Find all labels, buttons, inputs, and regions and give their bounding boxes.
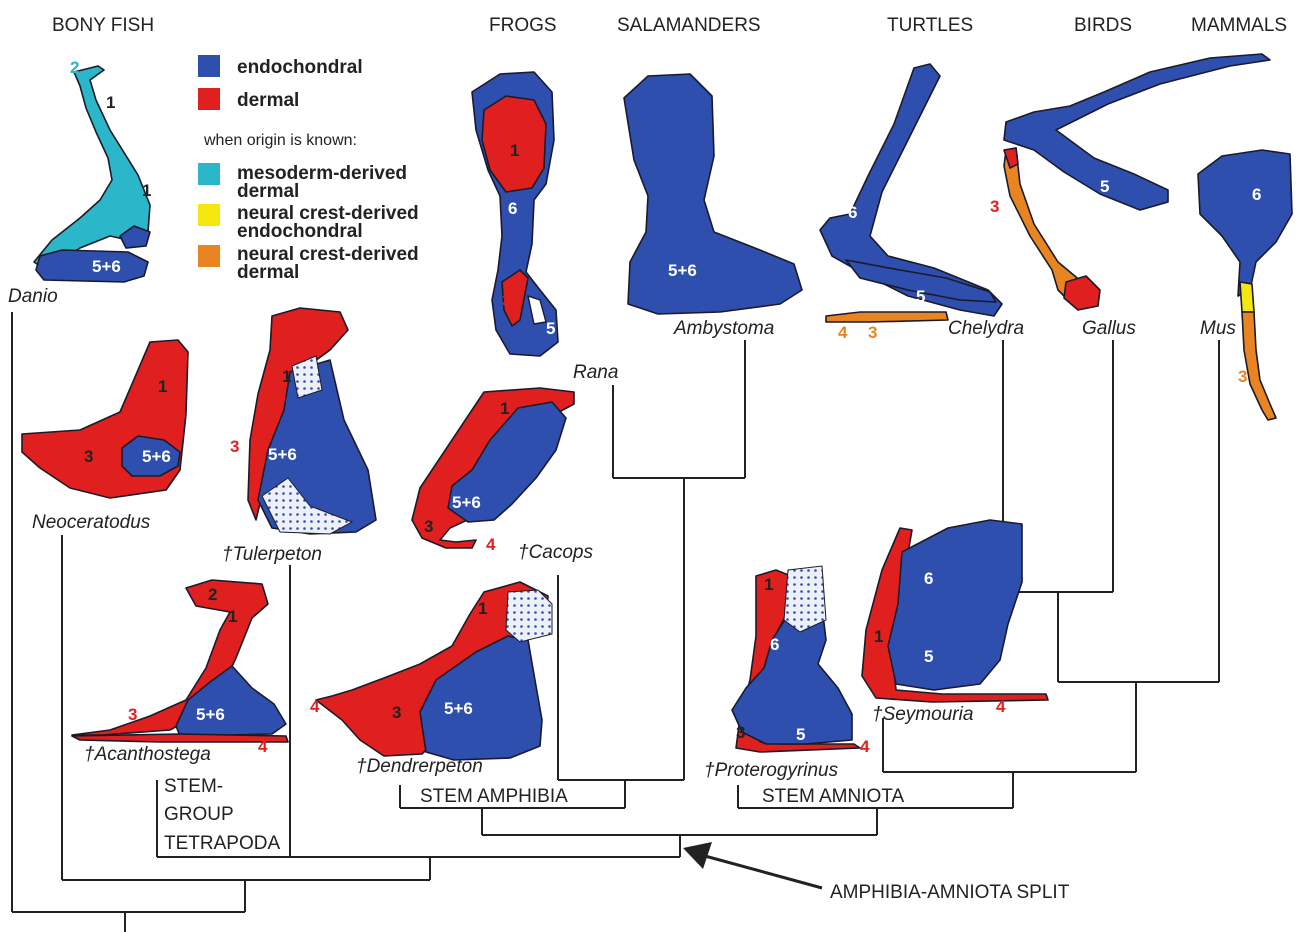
bone-label-acanthostega-56: 5+6 (196, 705, 225, 724)
group-label-birds: BIRDS (1074, 15, 1132, 36)
legend-label-nc-dermal-2: dermal (237, 262, 299, 283)
girdle-danio (34, 66, 150, 282)
bone-label-dendrerpeton-1: 1 (478, 599, 487, 618)
bone-label-proterogyrinus-1: 1 (764, 575, 773, 594)
bone-label-chelydra-3: 3 (868, 323, 877, 342)
taxon-label-acanthostega: †Acanthostega (84, 744, 211, 765)
taxon-label-cacops: †Cacops (518, 542, 593, 563)
group-label-turtles: TURTLES (887, 15, 973, 36)
bone-label-mus-3: 3 (1238, 367, 1247, 386)
bone-label-acanthostega-4: 4 (258, 737, 268, 756)
bone-label-dendrerpeton-3: 3 (392, 703, 401, 722)
legend-label-mesoderm-dermal-2: dermal (237, 181, 299, 202)
split-arrow (683, 842, 822, 888)
bone-label-proterogyrinus-3: 3 (736, 723, 745, 742)
legend-swatch-mesoderm-dermal (198, 163, 220, 185)
bone-label-mus-6: 6 (1252, 185, 1261, 204)
clade-label-stem-amniota: STEM AMNIOTA (762, 786, 904, 807)
girdle-dendrerpeton (316, 582, 552, 760)
group-label-frogs: FROGS (489, 15, 557, 36)
bone-label-acanthostega-1: 1 (228, 607, 237, 626)
girdle-acanthostega (72, 580, 288, 742)
bone-label-acanthostega-2: 2 (208, 585, 217, 604)
taxon-label-tulerpeton: †Tulerpeton (222, 544, 322, 565)
bone-label-cacops-56: 5+6 (452, 493, 481, 512)
bone-label-rana-1: 1 (510, 141, 519, 160)
group-label-mammals: MAMMALS (1191, 15, 1287, 36)
legend-swatch-endochondral (198, 55, 220, 77)
legend-label-dermal: dermal (237, 90, 299, 111)
bone-label-dendrerpeton-56: 5+6 (444, 699, 473, 718)
bone-label-chelydra-4: 4 (838, 323, 848, 342)
bone-label-ambystoma-56: 5+6 (668, 261, 697, 280)
group-label-salamanders: SALAMANDERS (617, 15, 761, 36)
clade-label-stem-group-3: TETRAPODA (164, 833, 280, 854)
legend: endochondral dermal when origin is known… (198, 55, 419, 283)
bone-label-chelydra-5: 5 (916, 287, 925, 306)
bone-label-neoceratodus-56: 5+6 (142, 447, 171, 466)
taxon-label-gallus: Gallus (1082, 318, 1136, 339)
bone-label-tulerpeton-56: 5+6 (268, 445, 297, 464)
bone-label-neoceratodus-1: 1 (158, 377, 167, 396)
taxon-label-neoceratodus: Neoceratodus (32, 512, 151, 533)
taxon-label-proterogyrinus: †Proterogyrinus (704, 760, 839, 781)
tree-node-lissamphibia (613, 340, 745, 478)
bone-label-gallus-3: 3 (990, 197, 999, 216)
bone-label-cacops-3: 3 (424, 517, 433, 536)
bone-label-seymouria-6: 6 (924, 569, 933, 588)
girdle-seymouria (862, 520, 1048, 702)
tree-node-amniota (1058, 340, 1219, 682)
bone-label-rana-5: 5 (546, 319, 555, 338)
legend-swatch-nc-dermal (198, 245, 220, 267)
girdle-neoceratodus (22, 340, 188, 498)
bone-label-tulerpeton-1: 1 (282, 367, 291, 386)
legend-label-nc-endochondral-2: endochondral (237, 221, 363, 242)
bone-label-gallus-6: 6 (1104, 65, 1113, 84)
bone-label-seymouria-5: 5 (924, 647, 933, 666)
bone-label-proterogyrinus-4: 4 (860, 737, 870, 756)
bone-label-danio-56: 5+6 (92, 257, 121, 276)
group-label-bony-fish: BONY FISH (52, 15, 154, 36)
girdle-ambystoma (624, 74, 802, 314)
legend-label-endochondral: endochondral (237, 57, 363, 78)
girdle-cacops (412, 388, 574, 548)
bone-label-seymouria-1: 1 (874, 627, 883, 646)
tree-node-amphibia (558, 478, 684, 780)
bone-label-tulerpeton-3: 3 (230, 437, 239, 456)
taxon-label-danio: Danio (8, 286, 58, 307)
girdle-chelydra (820, 64, 1002, 316)
bone-label-cacops-1: 1 (500, 399, 509, 418)
bone-label-proterogyrinus-6: 6 (770, 635, 779, 654)
chelydra-clavicle (826, 312, 948, 322)
bone-label-neoceratodus-3: 3 (84, 447, 93, 466)
legend-swatch-nc-endochondral (198, 204, 220, 226)
bone-label-gallus-5: 5 (1100, 177, 1109, 196)
bone-label-seymouria-4: 4 (996, 697, 1006, 716)
bone-label-dendrerpeton-4: 4 (310, 697, 320, 716)
bone-label-acanthostega-3: 3 (128, 705, 137, 724)
legend-known-origin-note: when origin is known: (203, 132, 357, 149)
taxon-label-rana: Rana (573, 362, 618, 383)
bone-label-danio-1a: 1 (106, 93, 115, 112)
taxon-label-seymouria: †Seymouria (872, 704, 973, 725)
taxon-label-ambystoma: Ambystoma (673, 318, 774, 339)
bone-label-chelydra-6: 6 (848, 203, 857, 222)
taxon-label-mus: Mus (1200, 318, 1236, 339)
bone-label-proterogyrinus-5: 5 (796, 725, 805, 744)
clade-label-stem-group-2: GROUP (164, 804, 234, 825)
bone-label-rana-3: 3 (502, 291, 511, 310)
legend-swatch-dermal (198, 88, 220, 110)
bone-label-danio-1b: 1 (142, 181, 151, 200)
clade-label-stem-group-1: STEM- (164, 776, 223, 797)
girdle-tulerpeton (248, 308, 376, 534)
taxon-label-chelydra: Chelydra (948, 318, 1024, 339)
clade-label-stem-amphibia: STEM AMPHIBIA (420, 786, 568, 807)
bone-label-cacops-4: 4 (486, 535, 496, 554)
clade-label-amphibia-amniota-split: AMPHIBIA-AMNIOTA SPLIT (830, 882, 1070, 903)
bone-label-rana-6: 6 (508, 199, 517, 218)
taxon-label-dendrerpeton: †Dendrerpeton (356, 756, 483, 777)
bone-label-danio-2: 2 (70, 58, 79, 77)
